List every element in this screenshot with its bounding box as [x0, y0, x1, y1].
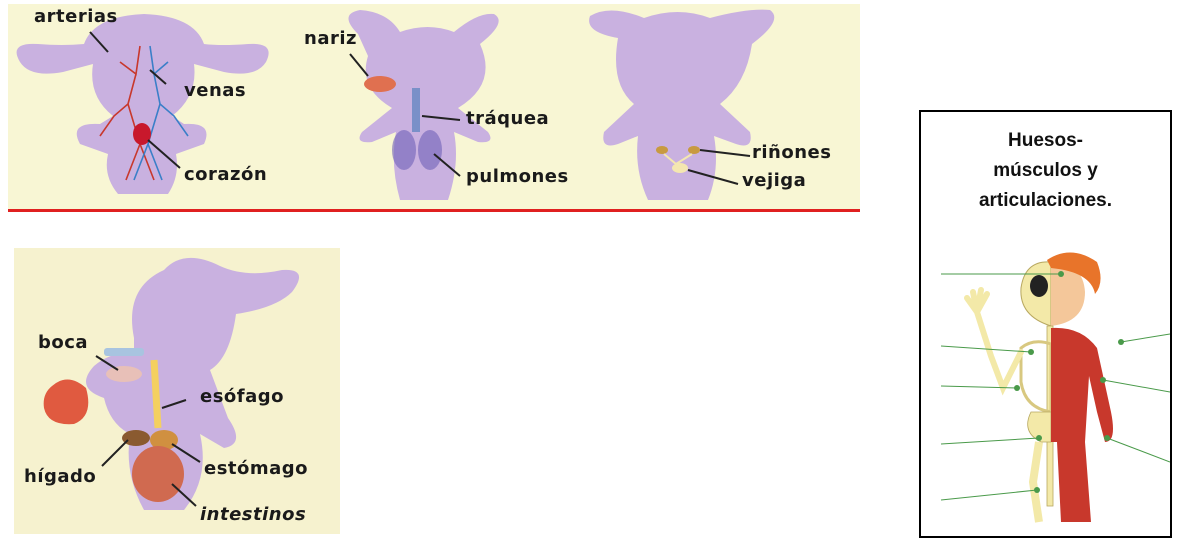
muscle-body-shape [1051, 328, 1113, 522]
label-esofago: esófago [200, 386, 284, 407]
digestive-figure [14, 248, 340, 534]
left-lung-shape [392, 130, 416, 170]
nose-shape [364, 76, 396, 92]
digestive-diagram-panel: boca esófago hígado estómago intestinos [14, 248, 340, 534]
top-diagram-panel: arterias venas corazón nariz tráquea pul… [8, 4, 860, 210]
teeth-shape [104, 348, 144, 356]
mouth-shape [106, 366, 142, 382]
nariz-pointer [350, 54, 368, 76]
label-higado: hígado [24, 466, 96, 487]
label-nariz: nariz [304, 28, 357, 49]
label-arterias: arterias [34, 6, 118, 27]
label-boca: boca [38, 332, 88, 353]
label-corazon: corazón [184, 164, 267, 185]
red-divider-line [8, 209, 860, 212]
apple-shape [44, 379, 89, 424]
trachea-shape [412, 88, 420, 132]
label-venas: venas [184, 80, 246, 101]
top-diagram-figures [8, 4, 860, 210]
left-kidney-shape [656, 146, 668, 154]
label-rinones: riñones [752, 142, 831, 163]
ribcage-shape [1021, 342, 1051, 412]
label-vejiga: vejiga [742, 170, 806, 191]
esophagus-shape [154, 360, 158, 428]
bladder-shape [672, 163, 688, 173]
label-pulmones: pulmones [466, 166, 569, 187]
skeleton-muscle-box: Huesos- músculos y articulaciones. [919, 110, 1172, 538]
heart-shape [133, 123, 151, 145]
skeleton-muscle-figure [921, 112, 1170, 536]
label-intestinos: intestinos [200, 504, 306, 525]
label-estomago: estómago [204, 458, 308, 479]
leg-bones [1033, 442, 1039, 522]
intestines-shape [132, 446, 184, 502]
right-lung-shape [418, 130, 442, 170]
right-kidney-shape [688, 146, 700, 154]
eye-socket-shape [1030, 275, 1048, 297]
liver-shape [122, 430, 150, 446]
raised-arm-bones [967, 290, 1021, 388]
higado-pointer [102, 440, 128, 466]
label-traquea: tráquea [466, 108, 549, 129]
